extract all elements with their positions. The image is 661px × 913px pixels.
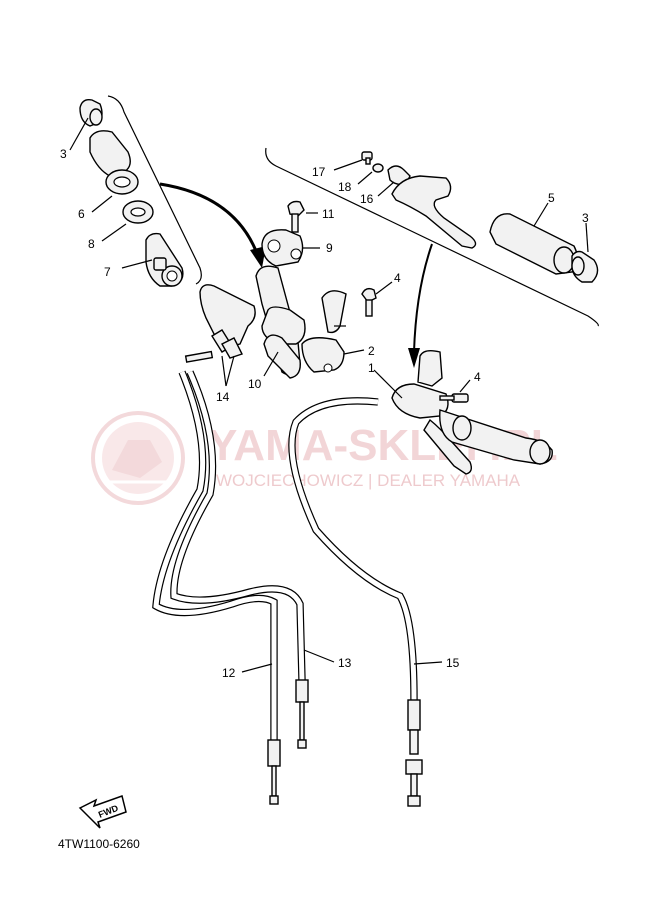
pointer-arrow-right (408, 243, 433, 368)
part-6-grip-left (89, 130, 139, 195)
callout-16: 16 (360, 192, 374, 206)
part-2-holder-lower (301, 290, 347, 373)
part-4-bolt-upper (361, 287, 377, 317)
callout-3-left: 3 (60, 147, 67, 161)
callout-5: 5 (548, 191, 555, 205)
callout-4-lower: 4 (474, 370, 481, 384)
watermark: YAMA-SKLEP.PL WOJCIECHOWICZ | DEALER YAM… (91, 411, 558, 505)
part-10-handlebar-throttle (199, 265, 306, 379)
callout-9: 9 (326, 241, 333, 255)
part-13-cable-end (295, 679, 309, 749)
callout-7: 7 (104, 265, 111, 279)
part-5-grip-right (489, 213, 579, 275)
part-8-collar (122, 200, 154, 224)
leader-lines (69, 117, 589, 673)
callout-10: 10 (248, 377, 262, 391)
pointer-arrow-left (159, 182, 266, 268)
callout-15: 15 (446, 656, 460, 670)
callout-13: 13 (338, 656, 352, 670)
part-14-cable-adjusters (184, 329, 243, 363)
watermark-logo (91, 411, 185, 505)
part-3-grip-end-right (571, 250, 599, 283)
callout-3-right: 3 (582, 211, 589, 225)
part-17-bolt (361, 151, 373, 165)
part-4-bolt-lower (439, 393, 469, 403)
callout-14: 14 (216, 390, 230, 404)
part-9-holder-upper (261, 229, 304, 267)
callout-17: 17 (312, 165, 326, 179)
part-16-lever (387, 165, 477, 249)
watermark-tagline: WOJCIECHOWICZ | DEALER YAMAHA (216, 471, 521, 490)
fwd-arrow-icon: FWD (78, 795, 127, 829)
part-1-lever-holder (391, 349, 473, 475)
part-15-clutch-cable (288, 397, 418, 701)
diagram-code: 4TW1100-6260 (58, 837, 140, 851)
part-18-washer (372, 163, 384, 173)
part-12-cable-end (267, 739, 281, 805)
throttle-cables (152, 370, 306, 740)
right-inset-frame (265, 147, 599, 327)
grip-right-installed (439, 409, 553, 465)
callout-2: 2 (368, 344, 375, 358)
left-inset-frame (107, 95, 202, 285)
callout-4-upper: 4 (394, 271, 401, 285)
callout-11: 11 (322, 207, 335, 221)
callout-6: 6 (78, 207, 85, 221)
part-15-cable-end (405, 699, 423, 807)
part-3-grip-end-left (79, 98, 103, 127)
callout-1: 1 (368, 361, 375, 375)
callout-12: 12 (222, 666, 236, 680)
part-7-throttle-tube (145, 232, 184, 287)
callout-18: 18 (338, 180, 352, 194)
part-11-bolt (287, 200, 305, 233)
callout-8: 8 (88, 237, 95, 251)
